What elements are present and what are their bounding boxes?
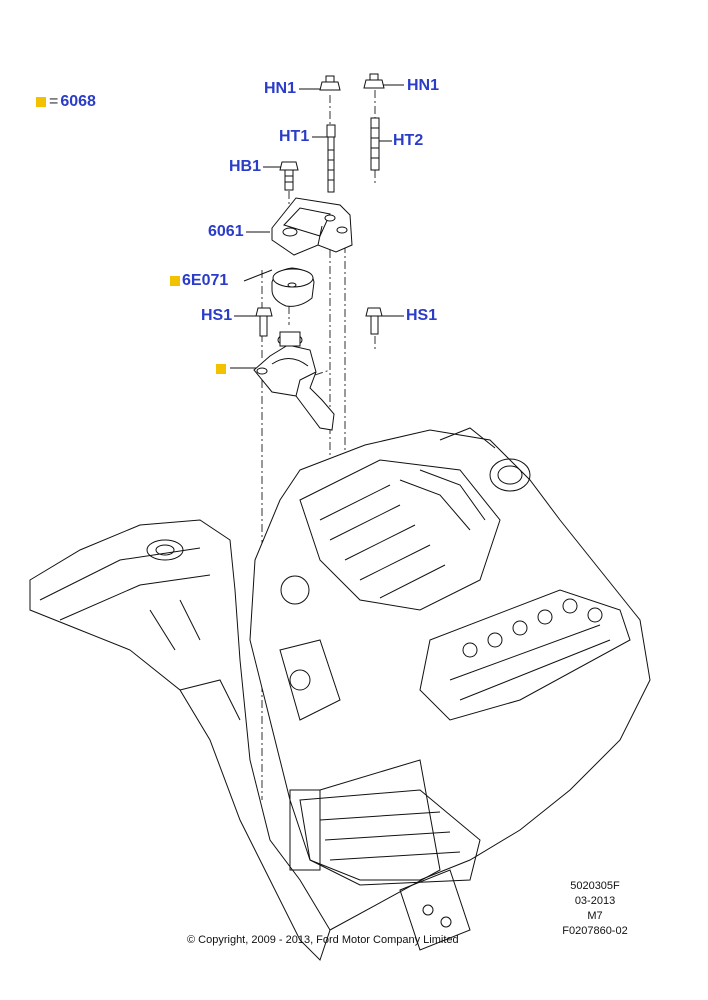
legend-code: 6068 bbox=[60, 93, 96, 110]
callout-hs1-left: HS1 bbox=[201, 307, 233, 324]
insulator-6E071 bbox=[271, 267, 315, 307]
info-line-1: 5020305F bbox=[570, 880, 620, 892]
hb1-bolt bbox=[279, 161, 299, 191]
callout-hb1: HB1 bbox=[229, 158, 262, 175]
hn1-nut-left bbox=[319, 75, 341, 91]
callout-6E071-marker-icon bbox=[170, 275, 180, 286]
hs1-bolt-right bbox=[365, 307, 383, 335]
copyright-notice: © Copyright, 2009 - 2013, Ford Motor Com… bbox=[187, 934, 459, 946]
info-line-3: M7 bbox=[587, 910, 603, 922]
callout-hs1-right: HS1 bbox=[406, 307, 438, 324]
hs1-bolt-left bbox=[255, 307, 273, 337]
callout-ht2: HT2 bbox=[393, 132, 424, 149]
engine-mount-6068 bbox=[253, 331, 335, 431]
callout-hn1-right: HN1 bbox=[407, 77, 440, 94]
callout-6E071: 6E071 bbox=[170, 272, 228, 290]
callout-ht1: HT1 bbox=[279, 128, 310, 145]
callout-6061: 6061 bbox=[208, 223, 244, 240]
ht1-stud bbox=[326, 124, 336, 193]
info-line-4: F0207860-02 bbox=[562, 925, 628, 937]
callout-6068-marker bbox=[216, 360, 226, 378]
info-block: 5020305F 03-2013 M7 F0207860-02 bbox=[560, 879, 630, 939]
legend-equals: = bbox=[49, 93, 59, 110]
info-line-2: 03-2013 bbox=[574, 895, 616, 907]
bracket-6061 bbox=[271, 197, 353, 256]
mount-marker-icon bbox=[216, 363, 226, 374]
frame-rail bbox=[29, 519, 471, 961]
engine-assembly bbox=[249, 427, 651, 886]
callout-hn1-left: HN1 bbox=[264, 80, 297, 97]
hn1-nut-right bbox=[363, 73, 385, 89]
legend-marker-icon bbox=[36, 96, 46, 107]
ht2-stud bbox=[370, 117, 380, 171]
legend: =6068 bbox=[36, 93, 96, 111]
